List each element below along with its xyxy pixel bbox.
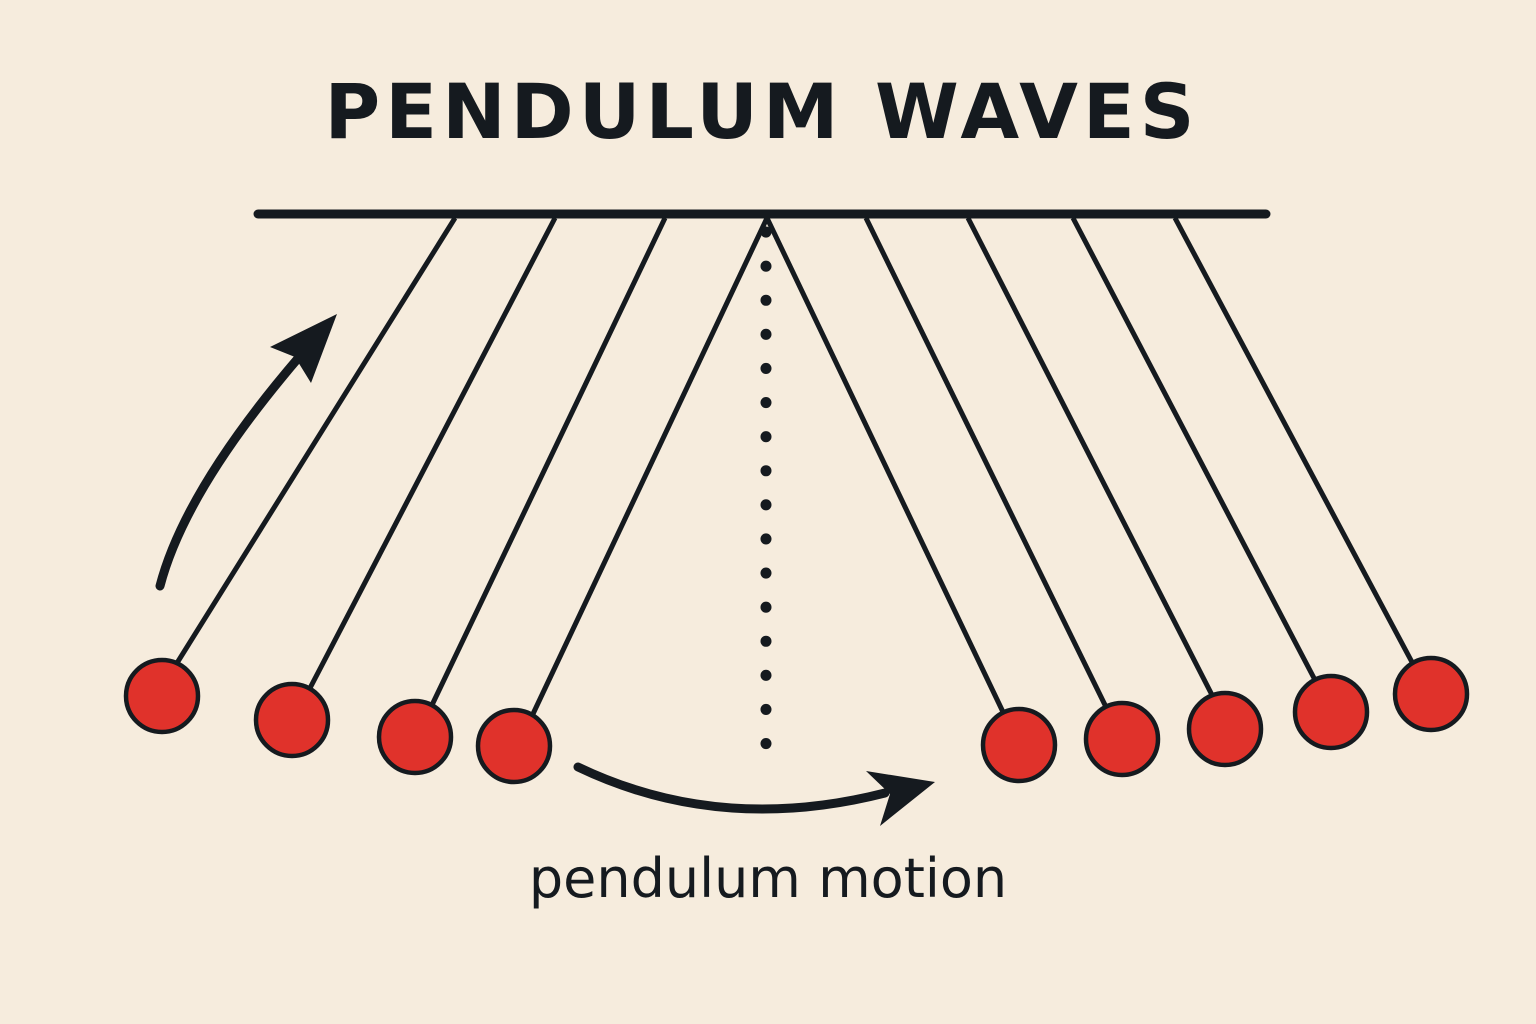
pendulum-string-4 xyxy=(529,216,770,718)
curved-arrow-up-shaft xyxy=(155,351,305,591)
pendulum-string-5 xyxy=(764,216,1006,714)
pendulum-bob-8 xyxy=(1292,673,1370,751)
diagram-title: PENDULUM WAVES xyxy=(324,67,1199,156)
pendulum-string-1 xyxy=(174,216,458,665)
pendulum-string-8 xyxy=(1070,216,1318,682)
diagram-caption: pendulum motion xyxy=(529,847,1007,910)
curved-arrow-right-head xyxy=(866,771,935,826)
curved-arrow-right-shaft xyxy=(573,762,890,814)
pendulum-string-9 xyxy=(1172,216,1416,666)
pendulum-bobs xyxy=(123,655,1470,785)
pendulum-bob-9 xyxy=(1392,655,1470,733)
pendulum-bob-2 xyxy=(253,681,331,759)
curved-arrow-up-head xyxy=(270,314,337,383)
pendulum-strings xyxy=(174,216,1416,718)
pendulum-string-6 xyxy=(863,216,1109,709)
pendulum-bob-3 xyxy=(376,698,454,776)
pendulum-string-3 xyxy=(429,216,668,707)
pendulum-string-7 xyxy=(965,216,1215,697)
pendulum-bob-1 xyxy=(123,657,201,735)
pendulum-bob-6 xyxy=(1083,700,1161,778)
pendulum-bob-5 xyxy=(980,706,1058,784)
pendulum-string-2 xyxy=(306,216,558,692)
pendulum-bob-7 xyxy=(1186,690,1264,768)
curved-arrow-right-icon xyxy=(573,762,935,826)
curved-arrow-up-icon xyxy=(155,314,337,591)
pendulum-bob-4 xyxy=(475,707,553,785)
